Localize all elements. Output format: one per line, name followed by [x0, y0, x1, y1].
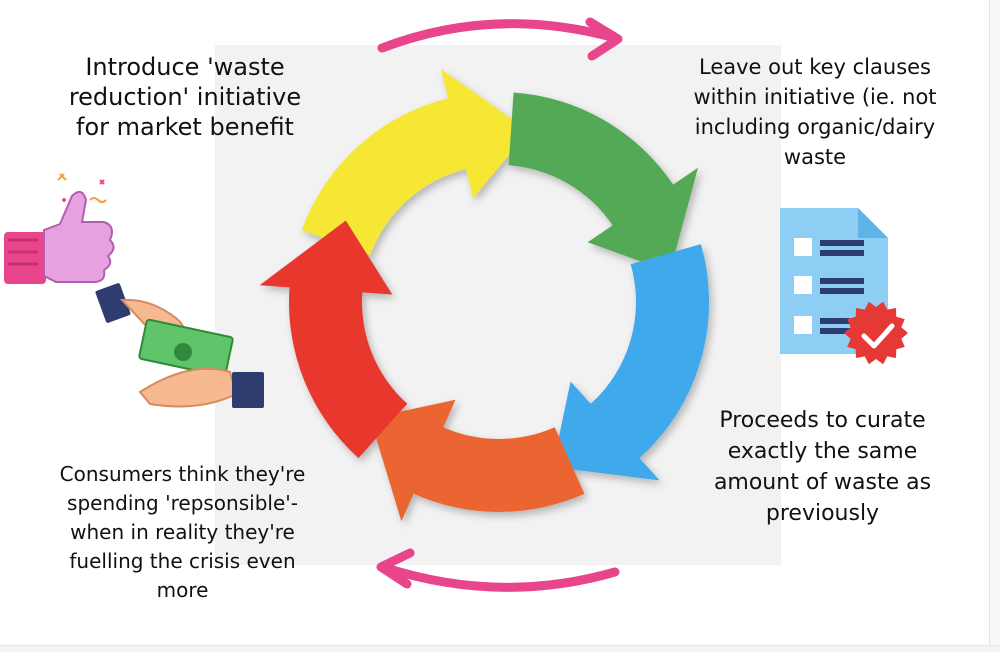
verified-badge-icon [844, 301, 908, 365]
bottom-curved-arrow [376, 548, 620, 592]
money-exchange-icon [95, 283, 264, 408]
window-right-edge [989, 0, 1000, 652]
step-introduce-initiative: Introduce 'waste reduction' initiative f… [68, 53, 302, 141]
window-bottom-edge [0, 645, 1000, 652]
cycle-arrow-orange [370, 399, 585, 522]
thumbs-up-icon [4, 173, 115, 284]
cycle-arrow-red [259, 220, 408, 459]
step-leave-out-clauses: Leave out key clauses within initiative … [693, 55, 937, 169]
cycle-arrow-blue [552, 244, 710, 481]
cycle-arrow-green [508, 92, 698, 272]
step-consumers-think: Consumers think they're spending 'repson… [59, 462, 306, 602]
cycle-arrow-yellow [301, 69, 530, 256]
top-curved-arrow [377, 17, 623, 61]
checklist-document-icon [780, 208, 908, 365]
step-same-waste: Proceeds to curate exactly the same amou… [713, 408, 932, 526]
